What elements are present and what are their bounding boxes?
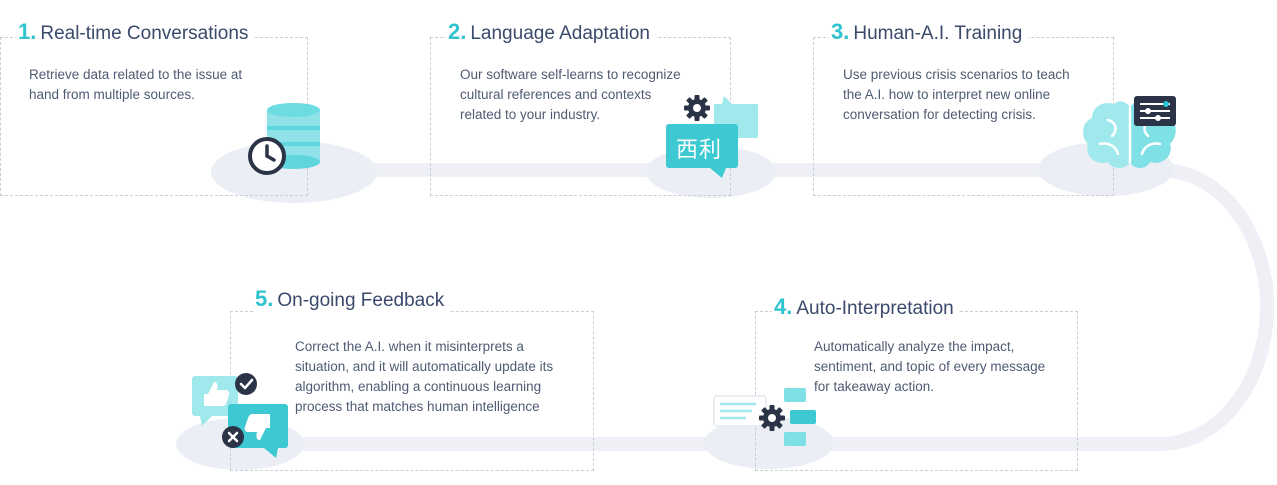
step-5-line: Correct the A.I. when it misinterprets a (295, 339, 524, 354)
step-1-number: 1. (18, 19, 37, 44)
step-1-title: 1.Real-time Conversations (16, 19, 255, 46)
step-4-description: Automatically analyze the impact, sentim… (814, 337, 1074, 397)
node-shadow-4 (704, 417, 834, 469)
step-4-line: sentiment, and topic of every message (814, 359, 1046, 374)
step-3-title-text: Human-A.I. Training (853, 23, 1023, 44)
step-5-number: 5. (255, 286, 274, 311)
step-5-description: Correct the A.I. when it misinterprets a… (295, 337, 585, 417)
step-1-title-text: Real-time Conversations (40, 23, 249, 44)
step-4-title-text: Auto-Interpretation (796, 298, 954, 319)
step-4-line: Automatically analyze the impact, (814, 339, 1015, 354)
thumbs-feedback-icon (192, 373, 288, 458)
step-1-description: Retrieve data related to the issue at ha… (29, 65, 289, 105)
step-2-line: related to your industry. (460, 107, 601, 122)
step-4-title: 4.Auto-Interpretation (772, 295, 960, 321)
step-2-description: Our software self-learns to recognize cu… (460, 65, 720, 125)
database-clock-icon (248, 103, 320, 175)
step-1-line: Retrieve data related to the issue at (29, 67, 243, 82)
brain-settings-icon (1083, 96, 1176, 168)
step-3-line: the A.I. how to interpret new online (843, 87, 1051, 102)
step-4-line: for takeaway action. (814, 379, 935, 394)
step-2-line: cultural references and contexts (460, 87, 652, 102)
step-3-line: conversation for detecting crisis. (843, 107, 1036, 122)
step-5-line: algorithm, enabling a continuous learnin… (295, 379, 542, 394)
step-3-number: 3. (831, 19, 850, 44)
step-5-title: 5.On-going Feedback (253, 286, 451, 313)
step-5-line: process that matches human intelligence (295, 399, 540, 414)
step-2-number: 2. (448, 19, 467, 44)
translation-chat-gear-icon: 西利 (666, 94, 761, 179)
step-3-title: 3.Human-A.I. Training (829, 19, 1029, 46)
step-2-line: Our software self-learns to recognize (460, 67, 681, 82)
step-4-number: 4. (774, 294, 793, 319)
step-5-title-text: On-going Feedback (277, 290, 445, 311)
translation-characters: 西利 (676, 138, 723, 163)
message-gear-icon (713, 388, 816, 446)
step-3-description: Use previous crisis scenarios to teach t… (843, 65, 1103, 125)
step-2-title: 2.Language Adaptation (446, 20, 656, 46)
step-1-line: hand from multiple sources. (29, 87, 195, 102)
step-3-line: Use previous crisis scenarios to teach (843, 67, 1070, 82)
step-2-title-text: Language Adaptation (470, 23, 650, 44)
step-5-line: situation, and it will automatically upd… (295, 359, 554, 374)
